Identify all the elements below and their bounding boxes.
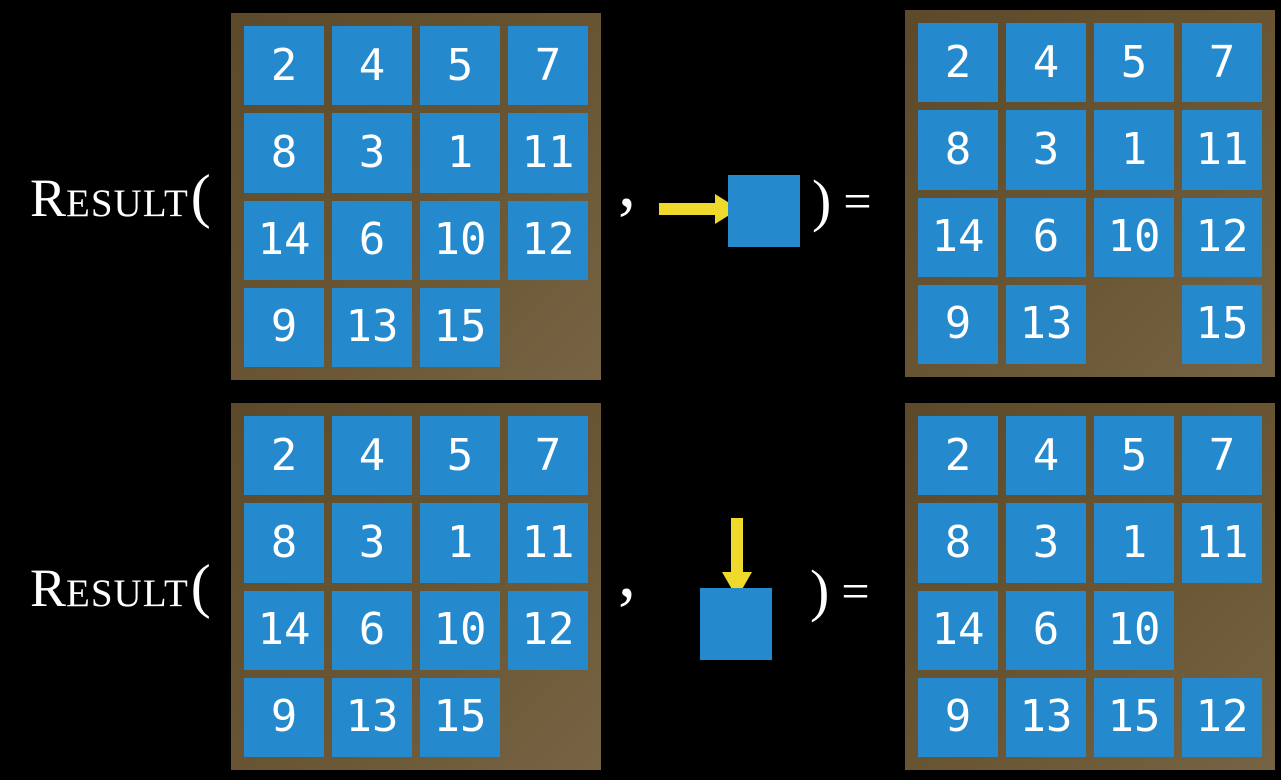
puzzle-tile: 3 [332, 113, 412, 193]
puzzle-tile: 1 [420, 503, 500, 583]
puzzle-tile: 10 [1094, 590, 1174, 670]
puzzle-tile: 8 [918, 110, 998, 190]
comma: , [618, 532, 636, 612]
puzzle-tile: 5 [420, 26, 500, 106]
puzzle-tile: 9 [244, 677, 324, 757]
close-paren: ) [812, 168, 832, 233]
puzzle-tile: 12 [1182, 677, 1262, 757]
puzzle-tile: 12 [508, 590, 588, 670]
puzzle-tile: 12 [508, 200, 588, 280]
arrow-down-icon [722, 518, 752, 598]
puzzle-tile: 3 [1006, 110, 1086, 190]
puzzle-tile: 7 [508, 416, 588, 496]
close-paren-equals-group: ) = [810, 562, 870, 620]
puzzle-tile: 9 [244, 287, 324, 367]
close-paren: ) [810, 558, 830, 623]
puzzle-tile: 7 [1182, 23, 1262, 103]
puzzle-tile: 15 [1182, 284, 1262, 364]
puzzle-tile: 7 [1182, 416, 1262, 496]
puzzle-tile: 4 [1006, 23, 1086, 103]
puzzle-tile: 15 [420, 287, 500, 367]
puzzle-tile: 2 [918, 416, 998, 496]
output-board-row2: 2 4 5 7 8 3 1 11 14 6 10 9 13 15 12 [905, 403, 1275, 770]
puzzle-tile: 8 [244, 113, 324, 193]
puzzle-tile: 4 [1006, 416, 1086, 496]
input-board-row2: 2 4 5 7 8 3 1 11 14 6 10 12 9 13 15 [231, 403, 601, 770]
puzzle-tile: 13 [332, 677, 412, 757]
puzzle-tile: 5 [1094, 416, 1174, 496]
puzzle-tile: 13 [1006, 677, 1086, 757]
puzzle-tile: 11 [508, 503, 588, 583]
puzzle-tile: 4 [332, 416, 412, 496]
puzzle-tile: 2 [244, 416, 324, 496]
output-board-row1: 2 4 5 7 8 3 1 11 14 6 10 12 9 13 15 [905, 10, 1275, 377]
moved-tile-icon [700, 588, 772, 660]
puzzle-tile: 6 [332, 200, 412, 280]
puzzle-tile: 5 [1094, 23, 1174, 103]
puzzle-tile: 13 [332, 287, 412, 367]
puzzle-tile: 6 [1006, 197, 1086, 277]
result-label-initial: R [30, 168, 67, 228]
puzzle-tile: 5 [420, 416, 500, 496]
puzzle-tile: 15 [1094, 677, 1174, 757]
equals-sign: = [841, 563, 870, 619]
puzzle-tile: 11 [1182, 110, 1262, 190]
puzzle-tile: 4 [332, 26, 412, 106]
puzzle-tile: 12 [1182, 197, 1262, 277]
puzzle-tile: 8 [918, 503, 998, 583]
empty-cell [1094, 285, 1174, 364]
puzzle-tile: 1 [420, 113, 500, 193]
puzzle-tile: 13 [1006, 284, 1086, 364]
comma: , [618, 142, 636, 222]
puzzle-tile: 2 [918, 23, 998, 103]
puzzle-tile: 10 [1094, 197, 1174, 277]
puzzle-tile: 11 [508, 113, 588, 193]
puzzle-tile: 15 [420, 677, 500, 757]
puzzle-tile: 6 [332, 590, 412, 670]
empty-cell [508, 288, 588, 367]
puzzle-tile: 14 [918, 590, 998, 670]
result-label-initial: R [30, 558, 67, 618]
empty-cell [1182, 591, 1262, 670]
puzzle-tile: 7 [508, 26, 588, 106]
puzzle-tile: 1 [1094, 110, 1174, 190]
puzzle-tile: 1 [1094, 503, 1174, 583]
puzzle-tile: 14 [918, 197, 998, 277]
puzzle-tile: 10 [420, 590, 500, 670]
input-board-row1: 2 4 5 7 8 3 1 11 14 6 10 12 9 13 15 [231, 13, 601, 380]
puzzle-tile: 8 [244, 503, 324, 583]
puzzle-tile: 6 [1006, 590, 1086, 670]
result-label-rest: ESULT [66, 572, 189, 615]
puzzle-tile: 14 [244, 590, 324, 670]
empty-cell [508, 678, 588, 757]
puzzle-tile: 9 [918, 677, 998, 757]
equals-sign: = [843, 173, 872, 229]
arrow-right-icon [659, 194, 739, 224]
open-paren: ( [190, 163, 211, 229]
moved-tile-icon [728, 175, 800, 247]
puzzle-tile: 10 [420, 200, 500, 280]
puzzle-tile: 3 [332, 503, 412, 583]
open-paren: ( [190, 553, 211, 619]
puzzle-tile: 2 [244, 26, 324, 106]
puzzle-tile: 14 [244, 200, 324, 280]
puzzle-tile: 3 [1006, 503, 1086, 583]
result-label-rest: ESULT [66, 182, 189, 225]
puzzle-tile: 9 [918, 284, 998, 364]
close-paren-equals-group: ) = [812, 172, 872, 230]
puzzle-tile: 11 [1182, 503, 1262, 583]
